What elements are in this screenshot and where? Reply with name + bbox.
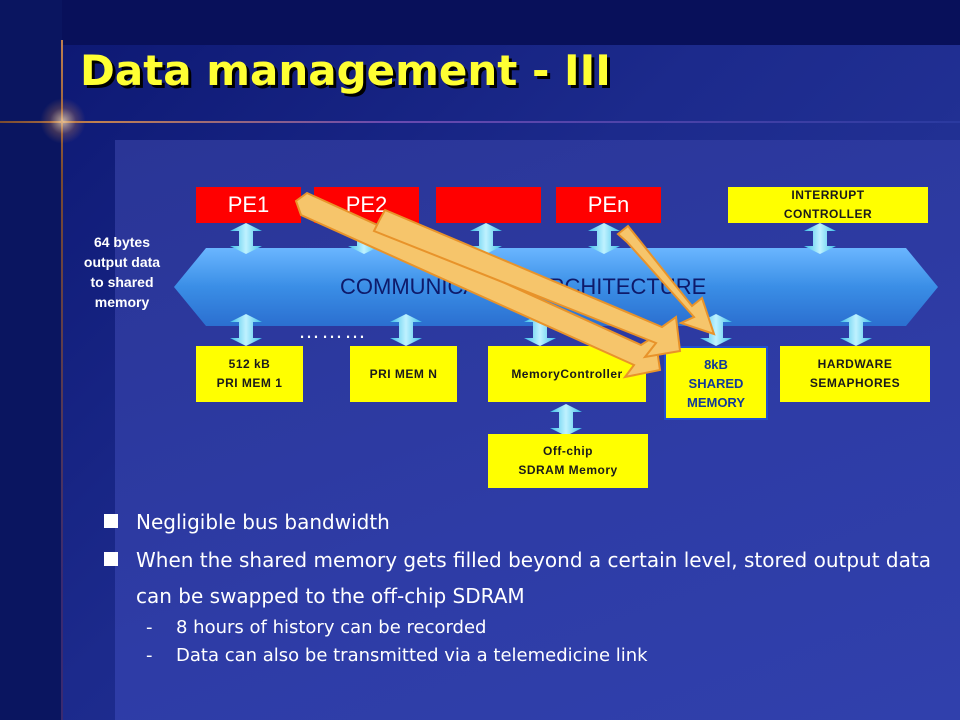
vertical-accent-line [61, 40, 63, 720]
connector-pen [588, 223, 620, 254]
pri-mem-n-box: PRI MEM N [350, 346, 457, 402]
light-flare [40, 98, 86, 144]
interrupt-line-1: INTERRUPT [791, 188, 865, 202]
side-note-line-3: to shared [90, 274, 154, 290]
pe2-to-shared-memory-arrow [372, 208, 682, 359]
semaphores-line-2: SEMAPHORES [809, 376, 901, 390]
bullet-list: Negligible bus bandwidth When the shared… [104, 504, 944, 670]
ellipsis-dots: ……… [298, 318, 367, 343]
connector-pri-mem-n [390, 314, 422, 346]
bullet-square-icon [104, 514, 118, 528]
side-note-line-4: memory [94, 294, 150, 310]
title-underline [0, 121, 960, 123]
bullet-item: Negligible bus bandwidth [104, 504, 944, 540]
pri-mem-1-box: 512 kB PRI MEM 1 [196, 346, 303, 402]
sub-bullet-dash: - [146, 645, 153, 666]
connector-pe3 [470, 223, 502, 254]
interrupt-line-2: CONTROLLER [783, 207, 873, 221]
shared-memory-line-2: SHARED [688, 375, 744, 391]
sub-bullet-text: Data can also be transmitted via a telem… [176, 645, 648, 666]
sub-bullet-dash: - [146, 617, 153, 638]
sub-bullet-item: - Data can also be transmitted via a tel… [104, 642, 944, 670]
side-note: 64 bytes output data to shared memory [62, 232, 182, 312]
off-chip-line-1: Off-chip [543, 444, 593, 458]
interrupt-controller-box: INTERRUPT CONTROLLER [728, 187, 928, 223]
semaphores-line-1: HARDWARE [817, 357, 893, 371]
connector-interrupt [804, 223, 836, 254]
slide-title: Data management - III [80, 46, 611, 95]
side-note-line-1: 64 bytes [93, 234, 151, 250]
pe3-box [436, 187, 541, 223]
pe1-to-shared-memory-arrow [294, 191, 662, 379]
shared-memory-size: 8kB [704, 356, 728, 372]
off-chip-line-2: SDRAM Memory [518, 463, 618, 477]
connector-pe1 [230, 223, 262, 254]
off-chip-sdram-box: Off-chip SDRAM Memory [488, 434, 648, 488]
pri-mem-1-size: 512 kB [228, 357, 271, 371]
bullet-text: When the shared memory gets filled beyon… [136, 548, 931, 608]
connector-off-chip [550, 404, 582, 436]
sub-bullet-text: 8 hours of history can be recorded [176, 617, 487, 638]
connector-semaphores [840, 314, 872, 346]
hardware-semaphores-box: HARDWARE SEMAPHORES [780, 346, 930, 402]
side-note-line-2: output data [83, 254, 161, 270]
top-band [0, 0, 960, 45]
shared-memory-box: 8kB SHARED MEMORY [664, 346, 768, 420]
bullet-square-icon [104, 552, 118, 566]
pri-mem-1-label: PRI MEM 1 [216, 376, 283, 390]
shared-memory-line-3: MEMORY [686, 394, 746, 410]
bullet-text: Negligible bus bandwidth [136, 510, 390, 534]
pe1-box: PE1 [196, 187, 301, 223]
bullet-item: When the shared memory gets filled beyon… [104, 542, 944, 614]
pen-to-shared-memory-arrow [616, 224, 716, 336]
connector-pri-mem-1 [230, 314, 262, 346]
sub-bullet-item: - 8 hours of history can be recorded [104, 614, 944, 642]
pen-box: PEn [556, 187, 661, 223]
